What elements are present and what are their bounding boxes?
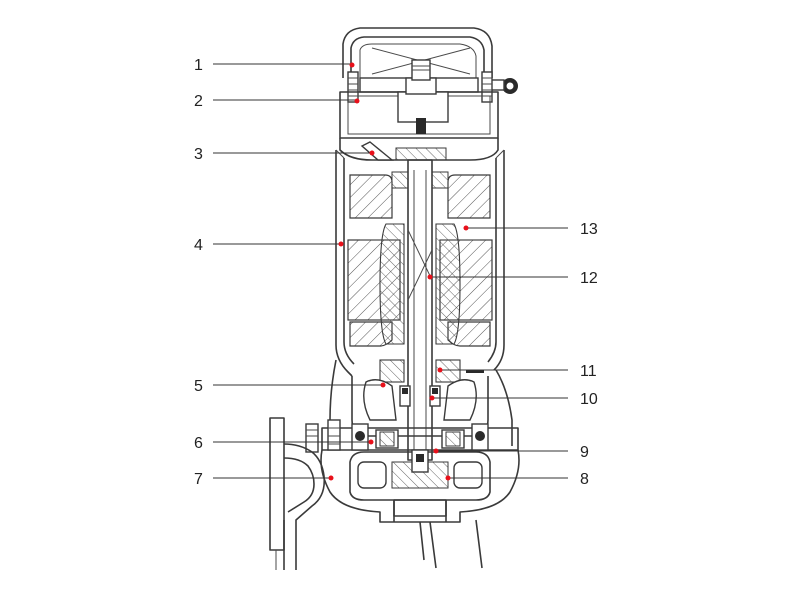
stator-winding-top [349,171,491,219]
marker-11 [437,367,443,373]
marker-1 [349,62,355,68]
shaft [407,159,433,461]
top-bolts [347,71,493,103]
marker-5 [380,382,386,388]
callout-12: 12 [580,270,598,287]
marker-4 [338,241,344,247]
lifting-eye [483,78,518,94]
marker-13 [463,225,469,231]
discharge-flange [269,417,326,570]
marker-2 [354,98,360,104]
callout-6: 6 [194,435,203,452]
pump-drawing [269,27,520,570]
callout-3: 3 [194,146,203,163]
callout-11: 11 [580,363,597,380]
lower-bearing [379,359,484,383]
impeller [349,449,491,501]
callout-8: 8 [580,471,589,488]
rotor [379,223,461,345]
callout-5: 5 [194,378,203,395]
callout-1: 1 [194,57,203,74]
marker-3 [369,150,375,156]
stator-core [347,239,493,321]
callout-13: 13 [580,221,598,238]
marker-8 [445,475,451,481]
seal-plate [321,423,519,451]
callout-leaders [213,63,568,479]
upper-chamber [339,59,499,139]
callout-9: 9 [580,444,589,461]
marker-9 [433,448,439,454]
flange-bolts [305,419,341,453]
marker-10 [429,395,435,401]
mechanical-seal [399,385,441,407]
callout-10: 10 [580,391,598,408]
callout-labels: 1 2 3 4 5 6 7 8 9 10 11 12 13 [194,57,598,488]
callout-4: 4 [194,237,203,254]
callout-markers [328,62,469,481]
callout-2: 2 [194,93,203,110]
marker-6 [368,439,374,445]
marker-12 [427,274,433,280]
callout-7: 7 [194,471,203,488]
marker-7 [328,475,334,481]
stator-winding-bottom [349,321,491,347]
base-stand [419,519,483,569]
motor-housing [335,149,505,377]
upper-bearing-plate [339,138,499,161]
